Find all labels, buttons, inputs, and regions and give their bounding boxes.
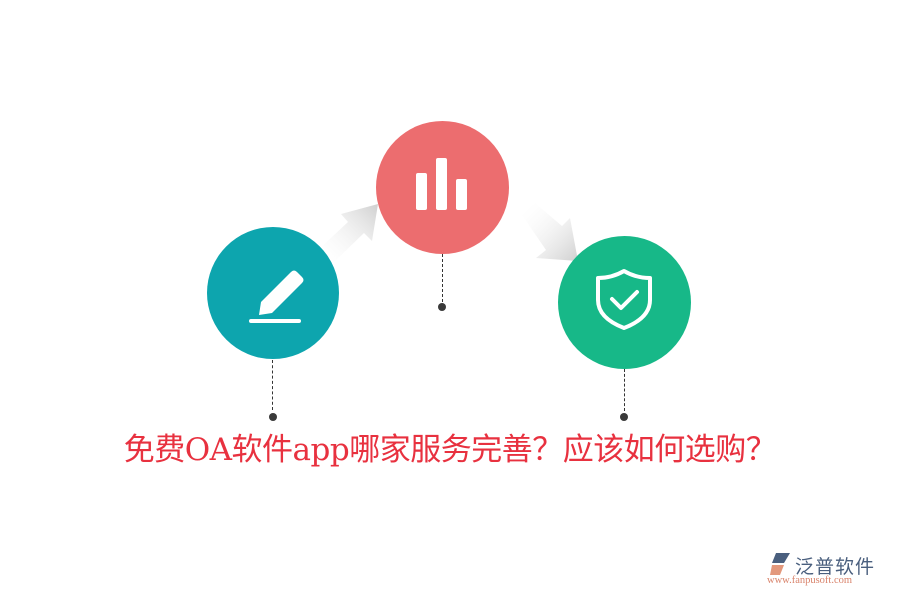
shield-check-icon (596, 269, 652, 330)
step-3-circle (558, 236, 691, 369)
logo-url: www.fanpusoft.com (767, 575, 853, 586)
connector-dot-1 (269, 413, 277, 421)
arrow-right-down-icon (522, 203, 578, 261)
logo-name: 泛普软件 (795, 556, 876, 578)
arrow-right-up-icon (318, 204, 378, 262)
connector-line-2 (442, 254, 443, 302)
connector-dot-2 (438, 303, 446, 311)
pencil-edit-icon (249, 270, 304, 323)
connector-line-1 (272, 360, 273, 410)
bar-chart-icon (416, 158, 467, 210)
page-title: 免费OA软件app哪家服务完善？应该如何选购？ (123, 432, 777, 468)
logo-mark-icon (770, 553, 790, 575)
connector-line-3 (624, 369, 625, 411)
step-2-circle (376, 121, 509, 254)
connector-dot-3 (620, 413, 628, 421)
brand-logo: 泛普软件 www.fanpusoft.com (765, 550, 895, 590)
step-1-circle (207, 227, 339, 359)
